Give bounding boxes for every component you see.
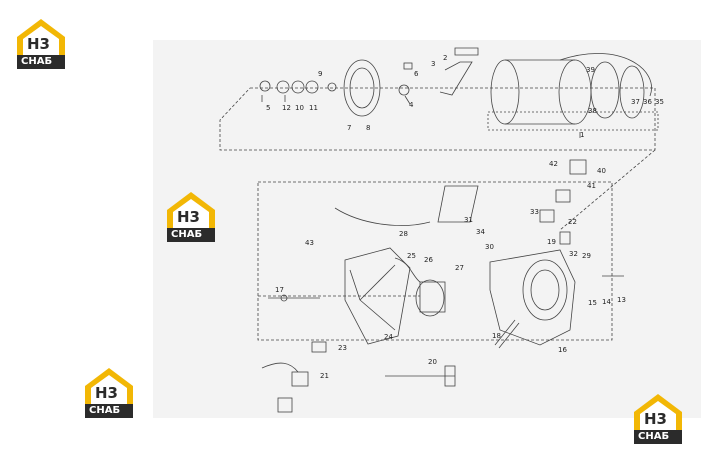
part-number-11: 11 xyxy=(309,104,318,112)
part-number-15: 15 xyxy=(588,299,597,307)
part-number-18: 18 xyxy=(492,332,501,340)
part-number-32: 32 xyxy=(569,250,578,258)
part-filter-drum xyxy=(343,59,381,117)
logo-name: CHAБ xyxy=(89,405,121,416)
dash-link-1 xyxy=(559,149,656,231)
logo-mark: H3 xyxy=(27,35,50,53)
part-number-30: 30 xyxy=(485,243,494,251)
part-number-2: 2 xyxy=(443,54,447,62)
logo-mark: H3 xyxy=(177,208,200,226)
part-number-35: 35 xyxy=(655,98,664,106)
part-housing xyxy=(489,249,576,346)
part-number-1: 1 xyxy=(580,131,584,139)
part-number-17: 17 xyxy=(275,286,284,294)
part-number-39: 39 xyxy=(586,66,595,74)
logo-house-icon xyxy=(167,192,215,242)
logo-name: CHAБ xyxy=(21,56,53,67)
part-number-25: 25 xyxy=(407,252,416,260)
part-number-34: 34 xyxy=(476,228,485,236)
part-number-33: 33 xyxy=(530,208,539,216)
part-number-14: 14 xyxy=(602,298,611,306)
part-number-7: 7 xyxy=(347,124,351,132)
dash-group-main xyxy=(257,181,613,341)
part-number-12: 12 xyxy=(282,104,291,112)
part-number-3: 3 xyxy=(431,60,435,68)
part-impeller xyxy=(344,247,411,345)
part-number-23: 23 xyxy=(338,344,347,352)
part-number-27: 27 xyxy=(455,264,464,272)
logo-house-icon xyxy=(85,368,133,418)
part-number-6: 6 xyxy=(414,70,419,78)
brand-logo: H3 CHAБ xyxy=(13,17,69,71)
logo-name: CHAБ xyxy=(638,431,670,442)
part-number-19: 19 xyxy=(547,238,556,246)
part-number-38: 38 xyxy=(588,107,597,115)
logo-name: CHAБ xyxy=(171,229,203,240)
part-number-36: 36 xyxy=(643,98,652,106)
part-number-9: 9 xyxy=(318,70,322,78)
logo-house-icon xyxy=(17,19,65,69)
part-number-21: 21 xyxy=(320,372,329,380)
brand-logo: H3 CHAБ xyxy=(630,392,686,446)
part-number-31: 31 xyxy=(464,216,473,224)
part-number-13: 13 xyxy=(617,296,626,304)
part-number-20: 20 xyxy=(428,358,437,366)
part-number-5: 5 xyxy=(266,104,270,112)
part-cylinder xyxy=(490,59,520,125)
part-number-28: 28 xyxy=(399,230,408,238)
part-number-37: 37 xyxy=(631,98,640,106)
part-number-22: 22 xyxy=(568,218,577,226)
brand-logo: H3 CHAБ xyxy=(81,366,137,420)
diagram-paper xyxy=(153,40,701,418)
part-number-24: 24 xyxy=(384,333,393,341)
part-number-26: 26 xyxy=(424,256,433,264)
part-number-41: 41 xyxy=(587,182,596,190)
part-number-16: 16 xyxy=(558,346,567,354)
part-motor xyxy=(415,279,445,317)
part-number-42: 42 xyxy=(549,160,558,168)
part-number-43: 43 xyxy=(305,239,314,247)
logo-house-icon xyxy=(634,394,682,444)
part-number-40: 40 xyxy=(597,167,606,175)
brand-logo: H3 CHAБ xyxy=(163,190,219,244)
logo-mark: H3 xyxy=(95,384,118,402)
part-number-8: 8 xyxy=(366,124,370,132)
logo-mark: H3 xyxy=(644,410,667,428)
part-number-10: 10 xyxy=(295,104,304,112)
part-number-29: 29 xyxy=(582,252,591,260)
dash-group-top xyxy=(219,87,656,151)
part-number-4: 4 xyxy=(409,101,414,109)
